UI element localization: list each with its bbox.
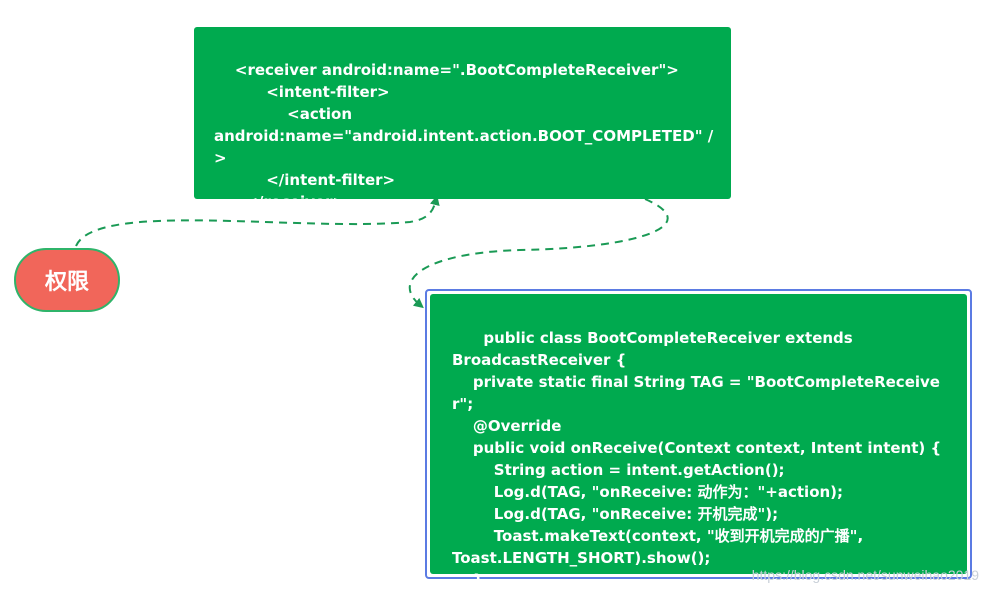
connector-permission-to-manifest [75, 195, 440, 247]
permission-node[interactable]: 权限 [14, 248, 120, 312]
manifest-receiver-text: <receiver android:name=".BootCompleteRec… [214, 61, 714, 211]
watermark: https://blog.csdn.net/sunweihao2019 [751, 567, 979, 583]
permission-label: 权限 [44, 270, 89, 295]
receiver-class-node-selection[interactable]: public class BootCompleteReceiver extend… [425, 289, 972, 594]
connector-manifest-to-receiver-class [408, 198, 669, 309]
receiver-class-code: public class BootCompleteReceiver extend… [452, 329, 942, 594]
receiver-class-node[interactable]: public class BootCompleteReceiver extend… [430, 294, 967, 594]
manifest-receiver-node[interactable]: <receiver android:name=".BootCompleteRec… [194, 27, 731, 211]
